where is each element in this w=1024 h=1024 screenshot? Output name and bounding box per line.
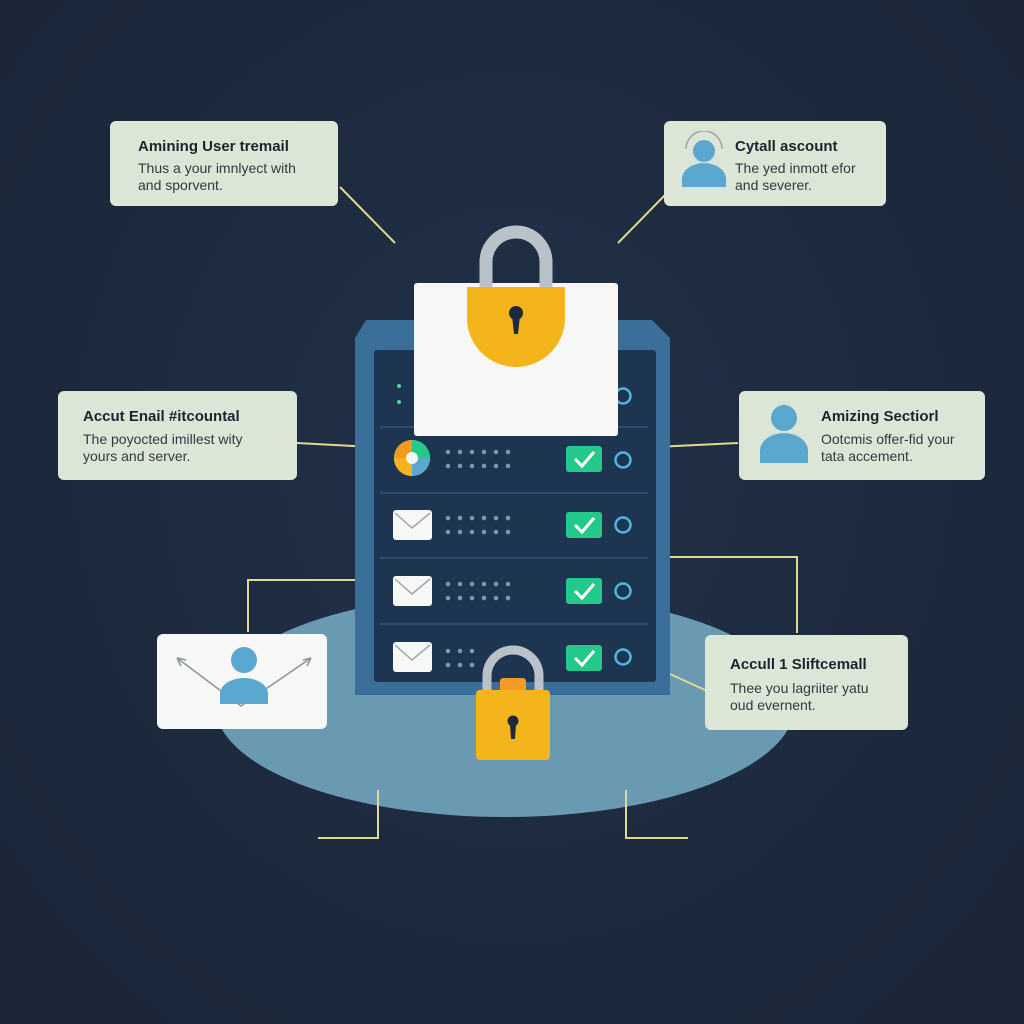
checkmark-icon	[566, 578, 602, 604]
connector-bottom-right-top	[655, 556, 798, 633]
user-icon	[682, 131, 726, 187]
card-mid-right: Amizing Sectiorl Ootcmis offer-fid your …	[739, 391, 985, 480]
server-row-indicators	[445, 449, 511, 668]
checkmark-icon	[566, 512, 602, 538]
envelope-icon	[393, 510, 432, 540]
checkmark-icon	[566, 645, 602, 671]
card-text-line: oud evernent.	[730, 697, 816, 713]
card-mid-left: Accut Enail #itcountal The poyocted imil…	[58, 391, 297, 480]
card-title: Accut Enail #itcountal	[83, 408, 240, 425]
card-text-line: Thee you lagriiter yatu	[730, 680, 869, 696]
connector-top-left	[339, 186, 396, 244]
envelope-icon	[393, 576, 432, 606]
user-icon	[760, 405, 808, 463]
envelope-icon	[393, 642, 432, 672]
checkmark-icon	[566, 446, 602, 472]
card-text-line: and sporvent.	[138, 177, 223, 193]
connector-base-left	[318, 790, 379, 839]
card-top-left: Amining User tremail Thus a your imnlyec…	[110, 121, 338, 206]
connector-bottom-right	[669, 673, 706, 691]
main-padlock-icon	[414, 225, 618, 436]
connector-top-right	[617, 194, 666, 244]
card-text-line: The yed inmott efor	[735, 160, 856, 176]
card-text-line: The poyocted imillest wity	[83, 431, 243, 447]
pie-chart-icon	[394, 440, 430, 476]
connector-base-right	[625, 790, 688, 839]
card-top-right: Cytall ascount The yed inmott efor and s…	[664, 121, 886, 206]
card-title: Amizing Sectiorl	[821, 408, 939, 425]
card-text-line: yours and server.	[83, 448, 191, 464]
card-title: Accull 1 Sliftcemall	[730, 656, 867, 673]
card-text-line: and severer.	[735, 177, 813, 193]
user-share-icon	[176, 647, 312, 707]
card-bottom-right: Accull 1 Sliftcemall Thee you lagriiter …	[705, 635, 908, 730]
card-title: Cytall ascount	[735, 138, 838, 155]
card-text-line: Ootcmis offer-fid your	[821, 431, 955, 447]
small-padlock-icon	[476, 645, 550, 760]
card-text-line: tata accement.	[821, 448, 913, 464]
card-bottom-left	[157, 634, 327, 729]
connector-bottom-left	[247, 579, 355, 632]
card-title: Amining User tremail	[138, 138, 289, 155]
card-text-line: Thus a your imnlyect with	[138, 160, 296, 176]
